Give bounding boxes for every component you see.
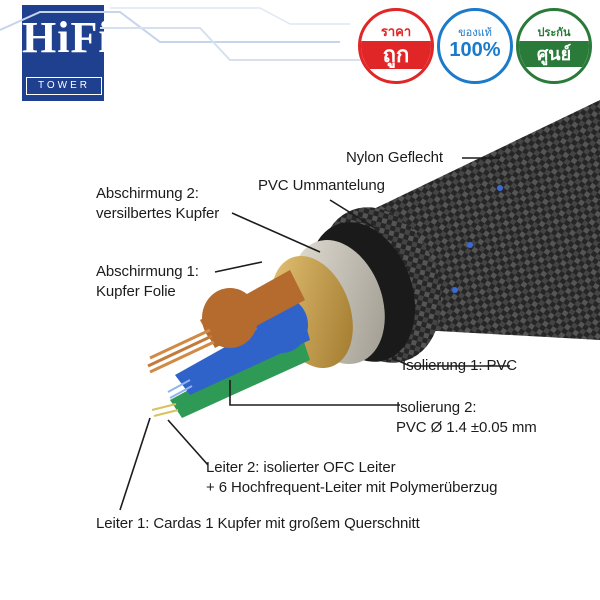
- badge-price: ราคา ถูก: [358, 8, 434, 84]
- leader-conductor1: [119, 417, 151, 511]
- leader-iso2: [229, 380, 400, 406]
- badge-warranty-top: ประกัน: [537, 27, 571, 39]
- label-insulation2-title: Isolierung 2:: [396, 399, 477, 416]
- label-shield1-desc: Kupfer Folie: [96, 283, 176, 300]
- label-nylon-braid: Nylon Geflecht: [346, 149, 443, 166]
- label-pvc-jacket: PVC Ummantelung: [258, 177, 385, 194]
- copper-strands: [147, 328, 215, 374]
- leader-lines: [119, 157, 510, 511]
- label-shield2-desc: versilbertes Kupfer: [96, 205, 220, 222]
- badge-price-bottom: ถูก: [361, 41, 431, 69]
- braid-tracer-3: [452, 287, 458, 293]
- braid-tracer-1: [467, 242, 473, 248]
- braid-tracer-2: [497, 185, 503, 191]
- badge-warranty: ประกัน ศูนย์: [516, 8, 592, 84]
- badge-price-top: ราคา: [380, 24, 412, 39]
- label-insulation1: Isolierung 1: PVC: [402, 357, 518, 374]
- leader-pvc: [329, 199, 376, 229]
- hifi-tower-logo[interactable]: HiFi TOWER: [22, 5, 112, 101]
- header-line-2: [100, 27, 360, 61]
- leader-shield1: [214, 261, 263, 273]
- header-line-3: [110, 7, 350, 25]
- label-shield2-title: Abschirmung 2:: [96, 185, 199, 202]
- copper-insulation-end: [202, 288, 258, 348]
- label-conductor2-title: Leiter 2: isolierter OFC Leiter: [206, 459, 396, 476]
- leader-shield2: [231, 212, 321, 253]
- badge-warranty-bottom: ศูนย์: [519, 41, 589, 67]
- label-insulation2-desc: PVC Ø 1.4 ±0.05 mm: [396, 419, 537, 436]
- logo-hifi-text: HiFi: [22, 13, 112, 62]
- blue-strands: [167, 379, 193, 399]
- header-line-1: [0, 11, 340, 43]
- leader-conductor2: [167, 419, 209, 466]
- logo-tower-text: TOWER: [26, 77, 102, 95]
- header-decoration: [0, 7, 360, 61]
- badge-genuine-bottom: 100%: [449, 39, 501, 61]
- label-conductor1: Leiter 1: Cardas 1 Kupfer mit großem Que…: [96, 515, 420, 532]
- green-strands: [151, 403, 179, 417]
- label-conductor2-desc: + 6 Hochfrequent-Leiter mit Polymerüberz…: [206, 479, 498, 496]
- leader-iso1: [391, 357, 510, 367]
- badge-genuine-top: ของแท้: [458, 27, 492, 39]
- badge-genuine: ของแท้ 100%: [437, 8, 513, 84]
- label-shield1-title: Abschirmung 1:: [96, 263, 199, 280]
